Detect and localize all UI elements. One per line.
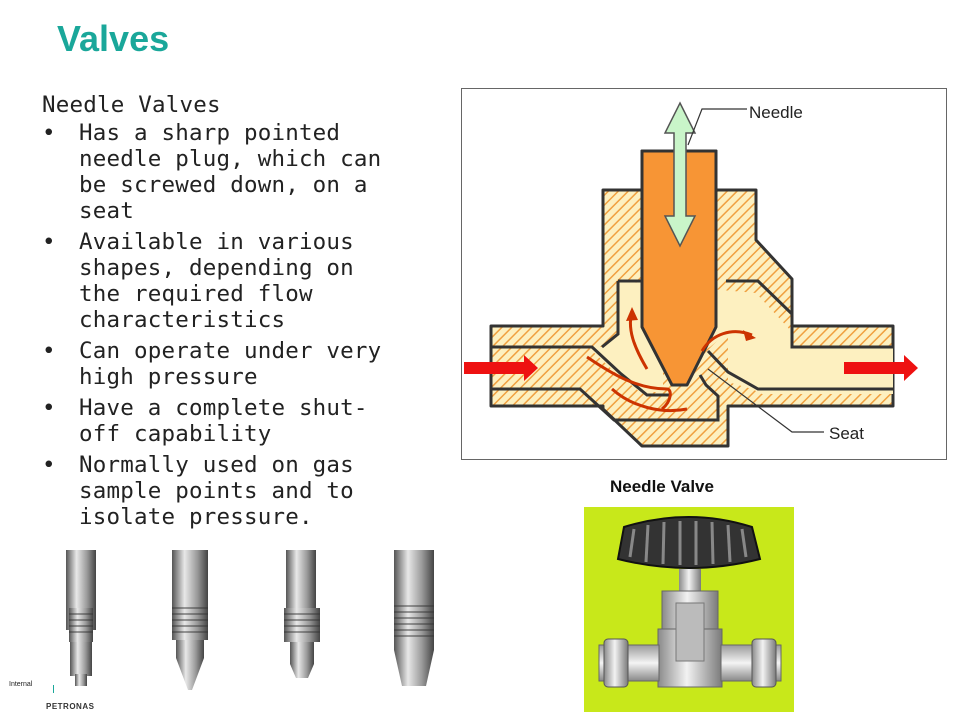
bullet-line: be screwed down, on a — [79, 172, 368, 198]
bullet-list: • Has a sharp pointed needle plug, which… — [42, 120, 442, 530]
bullet-item: • Available in various shapes, depending… — [42, 229, 442, 333]
bullet-line: needle plug, which can — [79, 146, 382, 172]
photo-caption: Needle Valve — [610, 477, 714, 496]
bullet-item: • Has a sharp pointed needle plug, which… — [42, 120, 442, 224]
needle-tip-shapes — [66, 550, 434, 690]
bullet-line: sample points and to — [79, 478, 354, 504]
slide-title: Valves — [57, 18, 170, 59]
bullet-line: the required flow — [79, 281, 313, 307]
bullet-line: Has a sharp pointed — [79, 120, 341, 146]
bullet-line: Normally used on gas — [79, 452, 354, 478]
bullet-item: • Can operate under very high pressure — [42, 338, 442, 390]
bullet-line: shapes, depending on — [79, 255, 354, 281]
needle-motion-arrow — [663, 101, 697, 248]
brand-logo: PETRONAS — [46, 702, 95, 711]
bullet-item: • Have a complete shut- off capability — [42, 395, 442, 447]
valve-cross-section — [464, 101, 918, 448]
needle-leader-line — [687, 108, 747, 146]
bullet-marker: • — [42, 452, 56, 478]
section-heading: Needle Valves — [42, 92, 221, 118]
needle-tip-1 — [66, 550, 96, 686]
bullet-line: characteristics — [79, 307, 286, 333]
valve-photo-illustration — [598, 516, 782, 688]
flow-line — [586, 355, 672, 411]
needle-tip-4 — [394, 550, 434, 686]
bullet-item: • Normally used on gas sample points and… — [42, 452, 442, 530]
needle-valve-photo — [584, 507, 794, 712]
needle-tip-2 — [172, 550, 208, 690]
bullet-line: Available in various — [79, 229, 354, 255]
bullet-line: high pressure — [79, 364, 258, 390]
bullet-line: Have a complete shut- — [79, 395, 368, 421]
classification-label: Internal — [9, 681, 33, 688]
bullet-line: Can operate under very — [79, 338, 382, 364]
bullet-marker: • — [42, 229, 56, 255]
needle-valve-diagram: Needle Seat — [461, 88, 947, 460]
needle-plug — [640, 149, 718, 387]
seat-leader-line — [707, 368, 824, 433]
bullet-marker: • — [42, 338, 56, 364]
bullet-marker: • — [42, 395, 56, 421]
needle-label: Needle — [749, 103, 803, 122]
flow-line — [610, 387, 688, 413]
content-block: Needle Valves • Has a sharp pointed need… — [42, 92, 442, 535]
bullet-line: seat — [79, 198, 134, 224]
bullet-line: isolate pressure. — [79, 504, 313, 530]
seat-label: Seat — [829, 424, 864, 443]
inlet-arrow — [464, 355, 538, 381]
outlet-arrow — [844, 355, 918, 381]
bullet-line: off capability — [79, 421, 272, 447]
bullet-marker: • — [42, 120, 56, 146]
footer-divider — [53, 685, 54, 693]
